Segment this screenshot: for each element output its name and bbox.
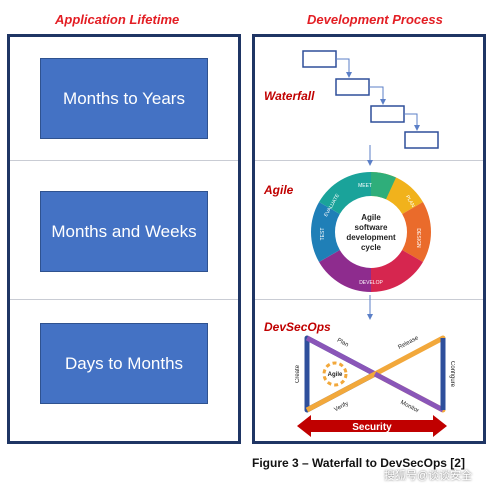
application-lifetime-panel: Months to Years Months and Weeks Days to… — [7, 34, 241, 444]
devsecops-label: DevSecOps — [264, 320, 331, 334]
application-lifetime-title: Application Lifetime — [55, 12, 180, 27]
loop-label-release: Release — [397, 335, 420, 351]
watermark: 搜狐号@谈谈安全 — [384, 470, 473, 482]
waterfall-step-box — [302, 50, 337, 68]
wheel-segment-evaluate — [319, 172, 371, 214]
svg-text:Agile: Agile — [361, 213, 381, 222]
lifetime-box-label: Days to Months — [64, 353, 184, 373]
segment-label-develop: DEVELOP — [359, 280, 383, 286]
wheel-segment-develop-right — [371, 250, 423, 292]
loop-label-plan: Plan — [336, 338, 349, 349]
segment-label-plan: PLAN — [404, 194, 416, 209]
waterfall-arrow — [404, 113, 420, 131]
wheel-segment-develop-left — [319, 250, 371, 292]
svg-text:development: development — [346, 233, 396, 242]
waterfall-step-box — [404, 131, 439, 149]
loop-left-bottom-orange — [305, 371, 377, 413]
waterfall-step-box — [335, 78, 370, 96]
loop-label-configure: Configure — [449, 361, 455, 388]
development-process-panel: Waterfall Agile DevSecOps Agile software… — [252, 34, 486, 444]
waterfall-diagram — [302, 50, 439, 166]
loop-label-verify: Verify — [333, 401, 349, 413]
loop-label-agile: Agile — [328, 372, 343, 378]
agile-to-devsecops-arrow — [367, 295, 373, 320]
segment-label-meet: MEET — [358, 183, 372, 189]
lifetime-box-days-to-months: Days to Months — [40, 323, 208, 404]
loop-label-create: Create — [295, 364, 301, 383]
waterfall-arrow — [336, 58, 352, 78]
security-label: Security — [352, 422, 392, 433]
wheel-segment-test — [311, 202, 340, 262]
agile-label: Agile — [264, 183, 294, 197]
agile-wheel-diagram: Agile software development cycle MEET PL… — [311, 172, 431, 292]
loop-left-top-purple — [305, 335, 377, 377]
loop-label-monitor: Monitor — [399, 400, 419, 415]
wheel-center — [336, 197, 406, 267]
segment-label-test: TEST — [320, 228, 326, 241]
wheel-segment-design — [402, 202, 431, 262]
svg-text:cycle: cycle — [361, 243, 382, 252]
right-divider — [255, 299, 483, 300]
devsecops-loop-diagram: Create Plan Agile Verify Release Configu… — [295, 335, 455, 415]
svg-text:software: software — [355, 223, 388, 232]
lifetime-box-label: Months to Years — [63, 88, 185, 108]
waterfall-arrow — [369, 86, 386, 105]
security-arrow: Security — [297, 415, 447, 437]
loop-right-bottom-purple — [373, 371, 445, 413]
figure-caption: Figure 3 – Waterfall to DevSecOps [2] — [252, 456, 465, 470]
agile-gear-ring — [322, 361, 348, 387]
wheel-segment-meet — [371, 172, 396, 200]
segment-label-design: DESIGN — [415, 228, 421, 248]
waterfall-label: Waterfall — [264, 89, 315, 103]
loop-right-orange — [372, 335, 446, 413]
lifetime-box-label: Months and Weeks — [51, 221, 197, 241]
waterfall-step-box — [370, 105, 405, 123]
lifetime-box-months-and-weeks: Months and Weeks — [40, 191, 208, 272]
left-divider — [10, 299, 238, 300]
left-divider — [10, 160, 238, 161]
development-process-title: Development Process — [307, 12, 443, 27]
lifetime-box-months-to-years: Months to Years — [40, 58, 208, 139]
